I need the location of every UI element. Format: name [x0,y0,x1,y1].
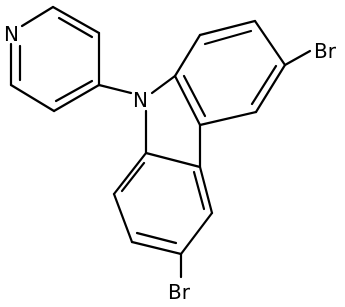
bond [9,83,56,113]
bromine-top-label: Br [314,39,337,63]
bond [254,63,287,114]
bond [120,161,146,193]
bond [173,74,202,127]
bromine-bottom-label: Br [168,280,191,304]
bond [97,83,133,95]
bond [192,170,206,211]
bond [52,83,101,113]
pyridine-nitrogen-label: N [4,22,19,46]
bond-lines [9,5,312,279]
bond [182,74,207,118]
bond [144,151,202,169]
bond [51,5,101,35]
bond [283,49,312,67]
bond [130,240,183,256]
carbazole-nitrogen-label: N [133,88,148,112]
bond [150,74,177,95]
atom-labels: N N Br Br [4,22,337,304]
bond [135,231,178,245]
bond [57,16,94,39]
bond [112,151,148,196]
bond [173,33,202,78]
bond [198,19,257,37]
bond [179,211,214,256]
bond [198,165,214,215]
bond [20,5,55,28]
bond [198,110,258,127]
bond [253,19,287,67]
bond [250,64,278,106]
bond [112,192,134,244]
bond [203,29,253,46]
bond [54,79,94,103]
